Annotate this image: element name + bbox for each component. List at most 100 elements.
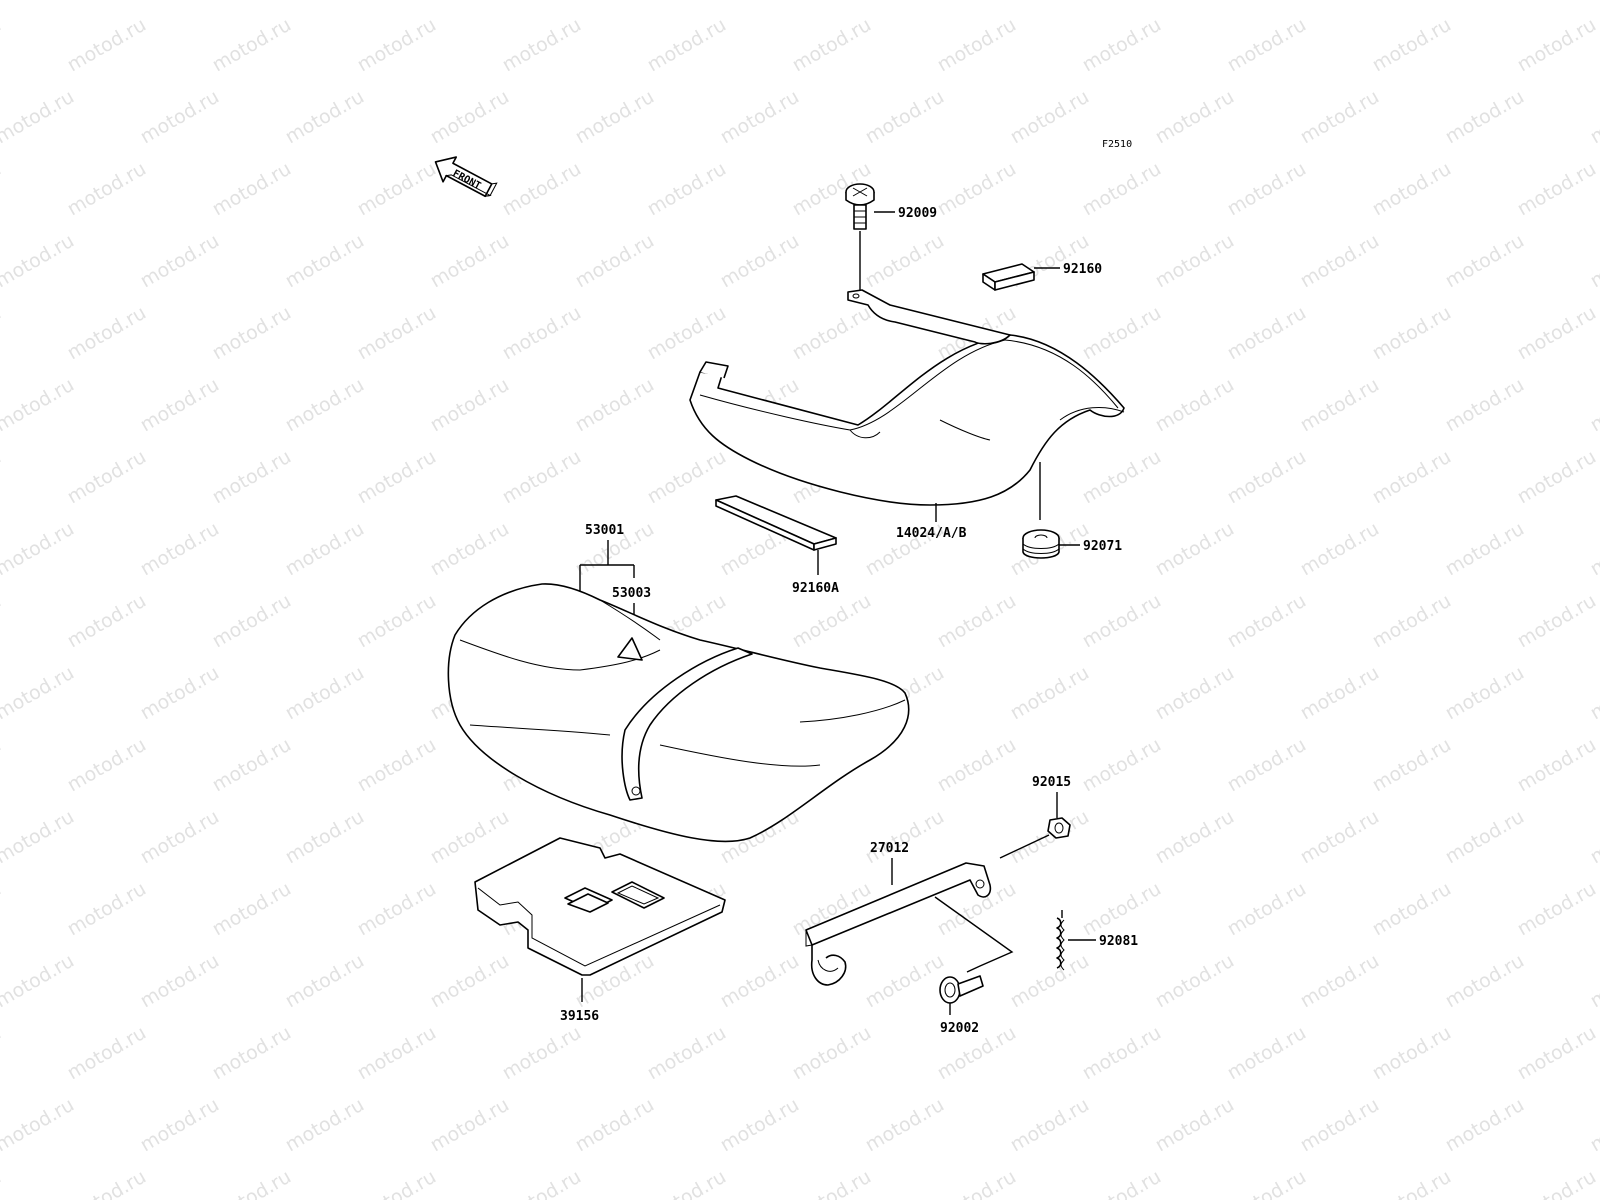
watermark-text: motod.ru (282, 662, 368, 725)
watermark-text: motod.ru (934, 158, 1020, 221)
watermark-text: motod.ru (1152, 518, 1238, 581)
watermark-text: motod.ru (934, 734, 1020, 797)
watermark-text: motod.ru (64, 734, 150, 797)
watermark-text: motod.ru (1224, 446, 1310, 509)
watermark-text: motod.ru (1297, 518, 1383, 581)
watermark-text: motod.ru (572, 0, 658, 4)
watermark-text: motod.ru (282, 518, 368, 581)
watermark-text: motod.ru (862, 86, 948, 149)
watermark-text: motod.ru (499, 446, 585, 509)
watermark-text: motod.ru (209, 446, 295, 509)
watermark-text: motod.ru (354, 734, 440, 797)
watermark-text: motod.ru (1079, 590, 1165, 653)
watermark-text: motod.ru (427, 230, 513, 293)
watermark-text: motod.ru (209, 1022, 295, 1085)
watermark-text: motod.ru (1224, 302, 1310, 365)
watermark-text: motod.ru (717, 230, 803, 293)
watermark-text: motod.ru (1297, 1094, 1383, 1157)
watermark-text: motod.ru (1369, 14, 1455, 77)
watermark-text: motod.ru (0, 86, 78, 149)
watermark-text: motod.ru (0, 14, 5, 77)
watermark-text: motod.ru (354, 1022, 440, 1085)
watermark-text: motod.ru (1514, 734, 1600, 797)
watermark-text: motod.ru (1587, 86, 1600, 149)
watermark-text: motod.ru (1442, 662, 1528, 725)
watermark-text: motod.ru (137, 86, 223, 149)
figure-code: F2510 (1102, 139, 1132, 150)
watermark-text: motod.ru (717, 86, 803, 149)
watermark-text: motod.ru (1297, 0, 1383, 4)
seat-53001: 53001 53003 (447, 523, 910, 843)
watermark-text: motod.ru (427, 374, 513, 437)
watermark-text: motod.ru (1152, 950, 1238, 1013)
watermark-text: motod.ru (0, 1094, 78, 1157)
watermark-text: motod.ru (1442, 0, 1528, 4)
watermark-text: motod.ru (934, 14, 1020, 77)
watermark-text: motod.ru (427, 0, 513, 4)
watermark-text: motod.ru (1369, 590, 1455, 653)
watermark-text: motod.ru (427, 1094, 513, 1157)
watermark-text: motod.ru (282, 950, 368, 1013)
watermark-text: motod.ru (282, 1094, 368, 1157)
watermark-text: motod.ru (1369, 1022, 1455, 1085)
watermark-text: motod.ru (1152, 806, 1238, 869)
watermark-text: motod.ru (789, 302, 875, 365)
watermark-text: motod.ru (209, 302, 295, 365)
pad-92160A: 92160A (715, 495, 839, 596)
watermark-text: motod.ru (1369, 446, 1455, 509)
watermark-text: motod.ru (282, 374, 368, 437)
watermark-text: motod.ru (282, 0, 368, 4)
watermark-text: motod.ru (137, 806, 223, 869)
watermark-text: motod.ru (644, 1166, 730, 1200)
watermark-text: motod.ru (1224, 158, 1310, 221)
watermark-text: motod.ru (1224, 1166, 1310, 1200)
watermark-text: motod.ru (209, 734, 295, 797)
watermark-text: motod.ru (1297, 230, 1383, 293)
watermark-text: motod.ru (644, 446, 730, 509)
watermark-text: motod.ru (0, 302, 5, 365)
watermark-text: motod.ru (934, 590, 1020, 653)
watermark-text: motod.ru (427, 806, 513, 869)
watermark-text: motod.ru (282, 230, 368, 293)
watermark-text: motod.ru (1079, 158, 1165, 221)
watermark-text: motod.ru (0, 806, 78, 869)
watermark-text: motod.ru (862, 230, 948, 293)
watermark-text: motod.ru (0, 1166, 5, 1200)
watermark-text: motod.ru (1587, 374, 1600, 437)
watermark-text: motod.ru (1007, 662, 1093, 725)
watermark-text: motod.ru (1369, 302, 1455, 365)
watermark-text: motod.ru (1514, 878, 1600, 941)
watermark-text: motod.ru (499, 302, 585, 365)
watermark-text: motod.ru (354, 446, 440, 509)
watermark-text: motod.ru (354, 878, 440, 941)
watermark-text: motod.ru (717, 0, 803, 4)
watermark-text: motod.ru (137, 374, 223, 437)
watermark-text: motod.ru (137, 0, 223, 4)
watermark-text: motod.ru (1152, 230, 1238, 293)
watermark-text: motod.ru (1007, 1094, 1093, 1157)
watermark-text: motod.ru (209, 590, 295, 653)
watermark-text: motod.ru (64, 446, 150, 509)
watermark-text: motod.ru (934, 1166, 1020, 1200)
watermark-text: motod.ru (354, 1166, 440, 1200)
watermark-text: motod.ru (1514, 158, 1600, 221)
watermark-text: motod.ru (1079, 1166, 1165, 1200)
watermark-text: motod.ru (1587, 950, 1600, 1013)
watermark-text: motod.ru (1369, 1166, 1455, 1200)
watermark-text: motod.ru (137, 230, 223, 293)
damper-92071: 92071 (1022, 529, 1122, 559)
watermark-text: motod.ru (1442, 1094, 1528, 1157)
watermark-text: motod.ru (1442, 230, 1528, 293)
label-92160A: 92160A (792, 581, 839, 596)
watermark-text: motod.ru (1587, 1094, 1600, 1157)
watermark-text: motod.ru (354, 590, 440, 653)
watermark-text: motod.ru (64, 1022, 150, 1085)
watermark-text: motod.ru (1007, 806, 1093, 869)
watermark-text: motod.ru (1442, 374, 1528, 437)
watermark-text: motod.ru (0, 878, 5, 941)
watermark-text: motod.ru (572, 374, 658, 437)
watermark-text: motod.ru (64, 1166, 150, 1200)
watermark-text: motod.ru (64, 14, 150, 77)
watermark-text: motod.ru (137, 1094, 223, 1157)
